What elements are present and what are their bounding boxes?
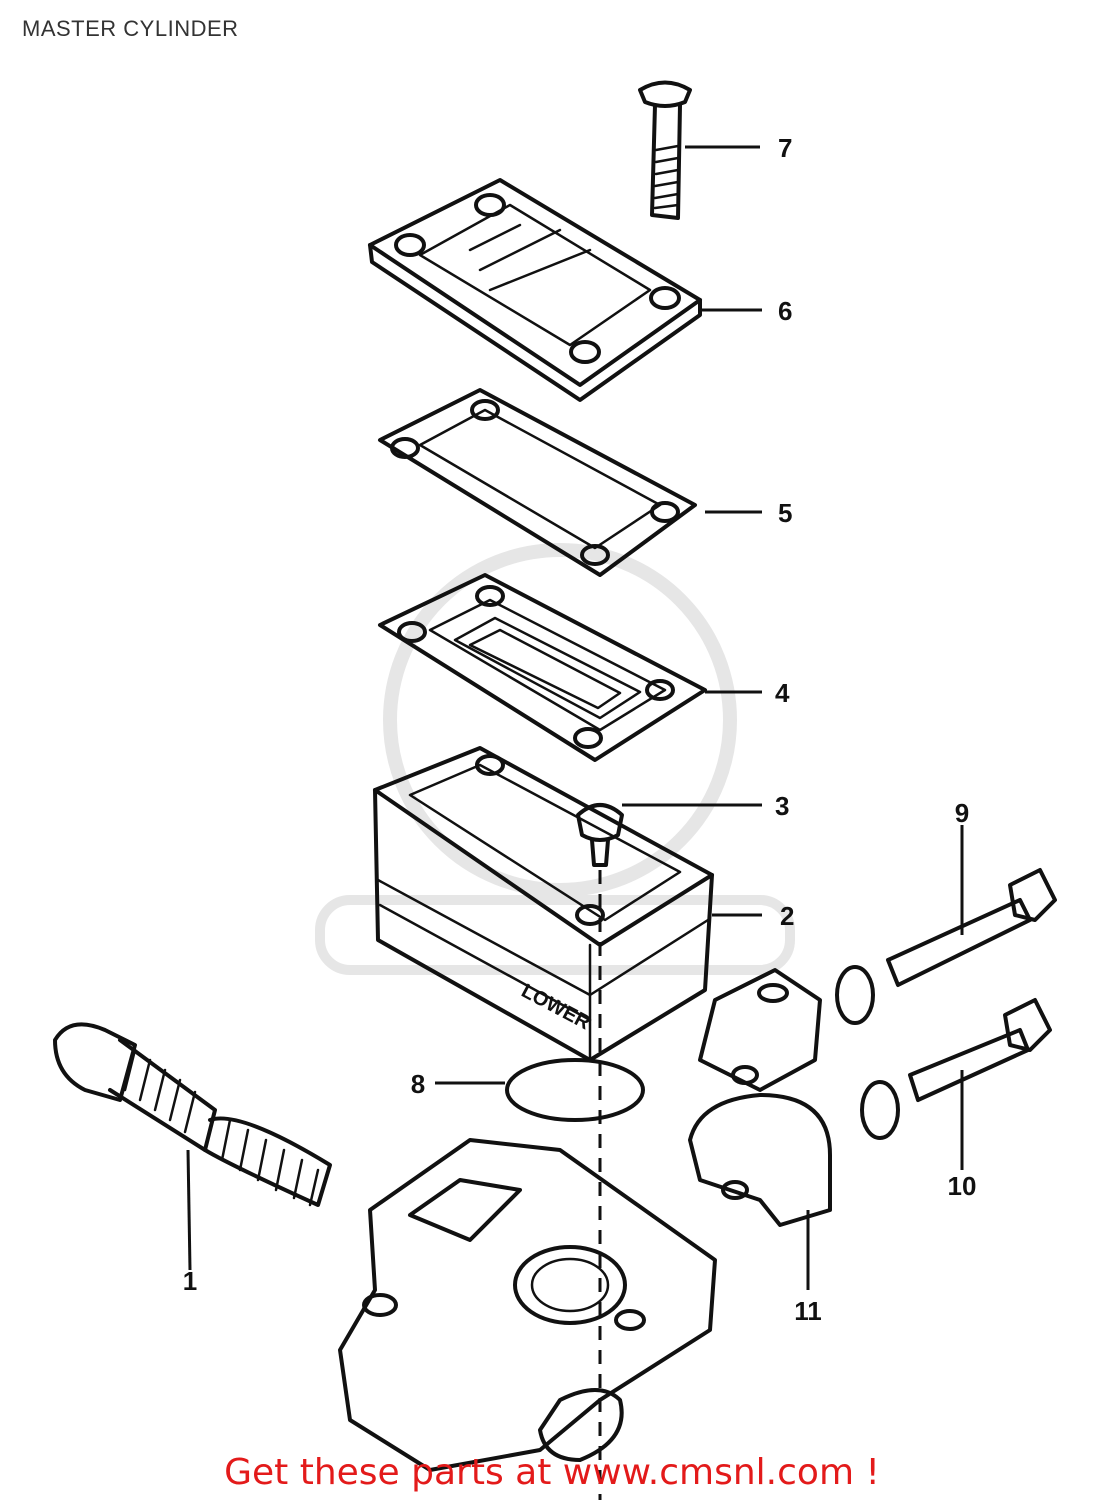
part-8-o-ring <box>505 1058 645 1122</box>
part-10-bolt <box>860 998 1052 1140</box>
callout-6: 6 <box>778 296 792 326</box>
callout-9: 9 <box>955 798 969 828</box>
part-5-diaphragm-plate <box>378 388 697 577</box>
callout-11: 11 <box>794 1296 822 1326</box>
callout-7: 7 <box>778 133 792 163</box>
part-7-screw <box>638 80 692 220</box>
callout-4: 4 <box>775 678 790 708</box>
part-6-reservoir-cap <box>368 178 702 402</box>
part-9-bolt <box>835 868 1057 1025</box>
part-1-piston-assembly <box>53 1022 332 1271</box>
master-cylinder-body <box>338 1138 717 1472</box>
part-11-clamp <box>688 968 832 1227</box>
callout-10: 10 <box>948 1171 977 1201</box>
part-4-diaphragm <box>378 573 707 762</box>
callout-2: 2 <box>780 901 794 931</box>
parts-link-banner[interactable]: Get these parts at www.cmsnl.com ! <box>224 1452 880 1493</box>
callout-1: 1 <box>183 1266 197 1296</box>
part-3-screw <box>576 803 624 867</box>
page-title: MASTER CYLINDER <box>22 16 239 41</box>
callout-8: 8 <box>411 1069 425 1099</box>
callout-5: 5 <box>778 498 792 528</box>
leader-lines <box>435 145 964 1290</box>
callout-3: 3 <box>775 791 789 821</box>
